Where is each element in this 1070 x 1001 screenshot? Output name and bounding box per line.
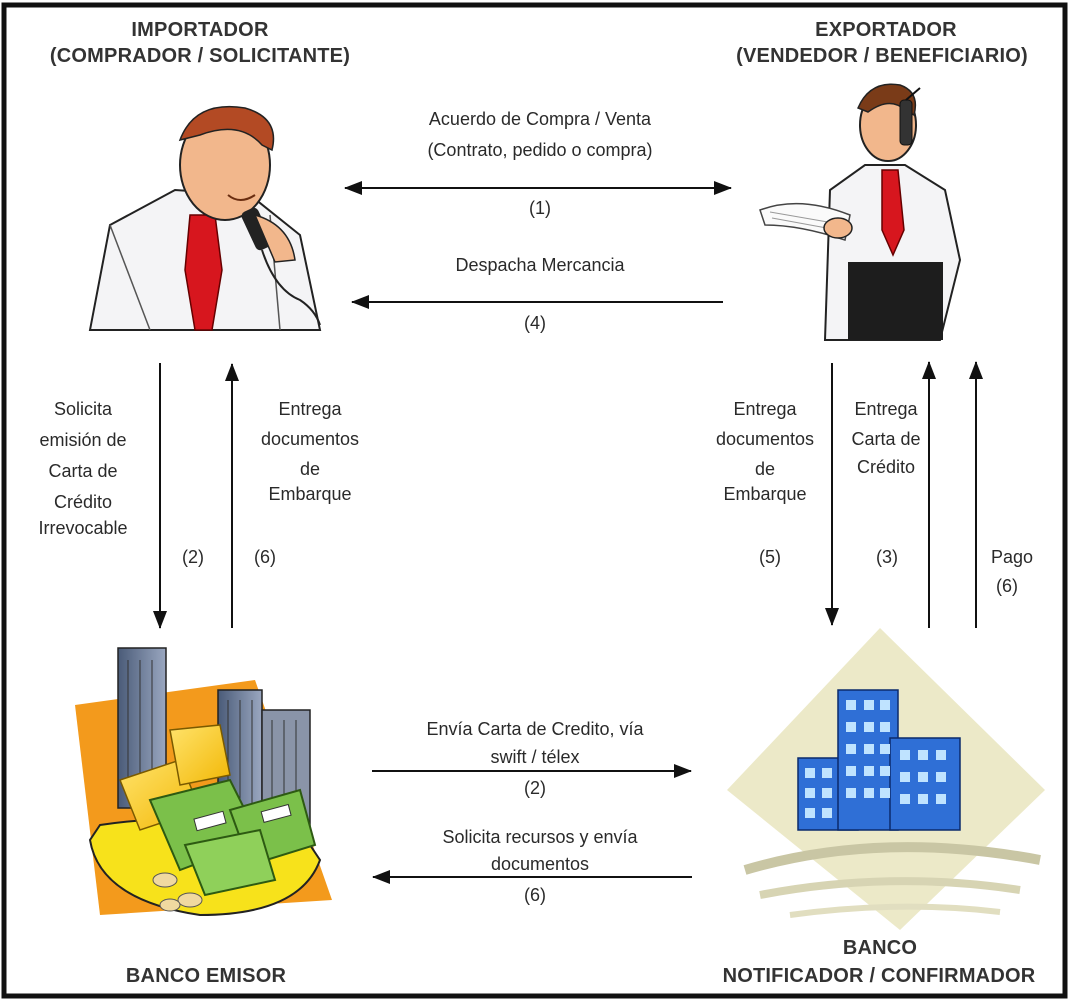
request-lc-line-4: Crédito (53, 492, 113, 512)
importer-illustration (88, 105, 322, 331)
deliver-docs-importer-line-2: documentos (260, 429, 360, 449)
payment-step: (6) (996, 576, 1018, 596)
send-lc-step: (2) (524, 778, 546, 798)
exporter-heading-line1: EXPORTADOR (815, 19, 957, 41)
exporter-heading-line2: (VENDEDOR / BENEFICIARIO) (736, 45, 1028, 67)
request-funds-step: (6) (524, 885, 546, 905)
agreement-label-line1: Acuerdo de Compra / Venta (428, 109, 652, 129)
agreement-step: (1) (529, 198, 551, 218)
send-lc-line2: swift / télex (490, 747, 580, 767)
dispatch-step: (4) (524, 313, 546, 333)
importer-heading-line1: IMPORTADOR (131, 19, 269, 41)
agreement-label-line2: (Contrato, pedido o compra) (427, 140, 653, 160)
deliver-docs-importer-line-3: de (299, 459, 321, 479)
advising-bank-illustration (727, 628, 1045, 930)
request-lc-line-3: Carta de (48, 461, 118, 481)
deliver-docs-importer-step: (6) (254, 547, 276, 567)
request-lc-line-1: Solicita (53, 399, 113, 419)
issuing-bank-illustration (75, 647, 332, 917)
advising-bank-line2: NOTIFICADOR / CONFIRMADOR (722, 965, 1036, 987)
deliver-docs-exporter-step: (5) (759, 547, 781, 567)
payment-label: Pago (990, 547, 1034, 567)
deliver-docs-exporter-line-2: documentos (715, 429, 815, 449)
importer-heading-line2: (COMPRADOR / SOLICITANTE) (49, 45, 351, 67)
deliver-docs-importer-line-1: Entrega (278, 399, 342, 419)
request-funds-line1: Solicita recursos y envía (442, 827, 638, 847)
exporter-illustration (759, 83, 962, 341)
deliver-docs-exporter-line-4: Embarque (723, 484, 807, 504)
request-lc-step: (2) (182, 547, 204, 567)
deliver-lc-line-3: Crédito (856, 457, 916, 477)
request-lc-line-5: Irrevocable (38, 518, 128, 538)
deliver-lc-step: (3) (876, 547, 898, 567)
deliver-lc-line-1: Entrega (854, 399, 918, 419)
deliver-lc-line-2: Carta de (851, 429, 921, 449)
deliver-docs-exporter-line-3: de (754, 459, 776, 479)
request-funds-line2: documentos (490, 854, 590, 874)
dispatch-label: Despacha Mercancia (455, 255, 625, 275)
issuing-bank-label: BANCO EMISOR (125, 965, 287, 987)
request-lc-line-2: emisión de (39, 430, 127, 450)
send-lc-line1: Envía Carta de Credito, vía (426, 719, 644, 739)
deliver-docs-importer-line-4: Embarque (268, 484, 352, 504)
deliver-docs-exporter-line-1: Entrega (733, 399, 797, 419)
advising-bank-line1: BANCO (842, 937, 918, 959)
